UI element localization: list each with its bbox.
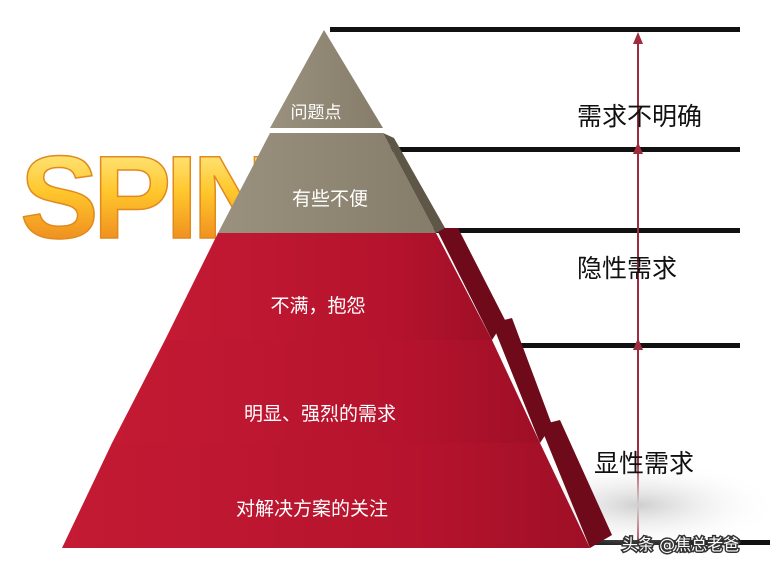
- upward-arrow: [633, 32, 643, 540]
- arrowhead-icon: [633, 32, 643, 44]
- level-labels: 需求不明确 隐性需求 显性需求: [577, 102, 702, 478]
- pyramid-tier: 明显、强烈的需求: [112, 318, 552, 443]
- tier-label: 对解决方案的关注: [236, 498, 388, 520]
- level-label: 隐性需求: [577, 254, 677, 283]
- level-line: [330, 27, 740, 32]
- tier-label: 不满，抱怨: [270, 295, 365, 317]
- tier-label: 有些不便: [292, 188, 368, 210]
- arrowhead-icon: [633, 142, 643, 154]
- pyramid-tier: 问题点: [270, 30, 383, 128]
- level-line: [432, 228, 740, 233]
- level-line: [520, 343, 740, 348]
- level-line: [385, 147, 740, 152]
- pyramid: 对解决方案的关注 明显、强烈的需求 不满，抱怨 有些不便 问题点: [62, 30, 612, 548]
- pyramid-tier: 有些不便: [218, 133, 445, 233]
- watermark-text: 头条 @焦总老爸: [622, 535, 739, 554]
- watermark: 头条 @焦总老爸: [621, 534, 741, 556]
- arrowhead-icon: [633, 338, 643, 350]
- level-label: 显性需求: [594, 449, 694, 478]
- tier-label: 明显、强烈的需求: [244, 403, 396, 425]
- pyramid-tier: 对解决方案的关注: [62, 420, 612, 548]
- tier-label: 问题点: [291, 103, 342, 123]
- level-label: 需求不明确: [577, 102, 702, 131]
- pyramid-tier: 不满，抱怨: [165, 228, 505, 340]
